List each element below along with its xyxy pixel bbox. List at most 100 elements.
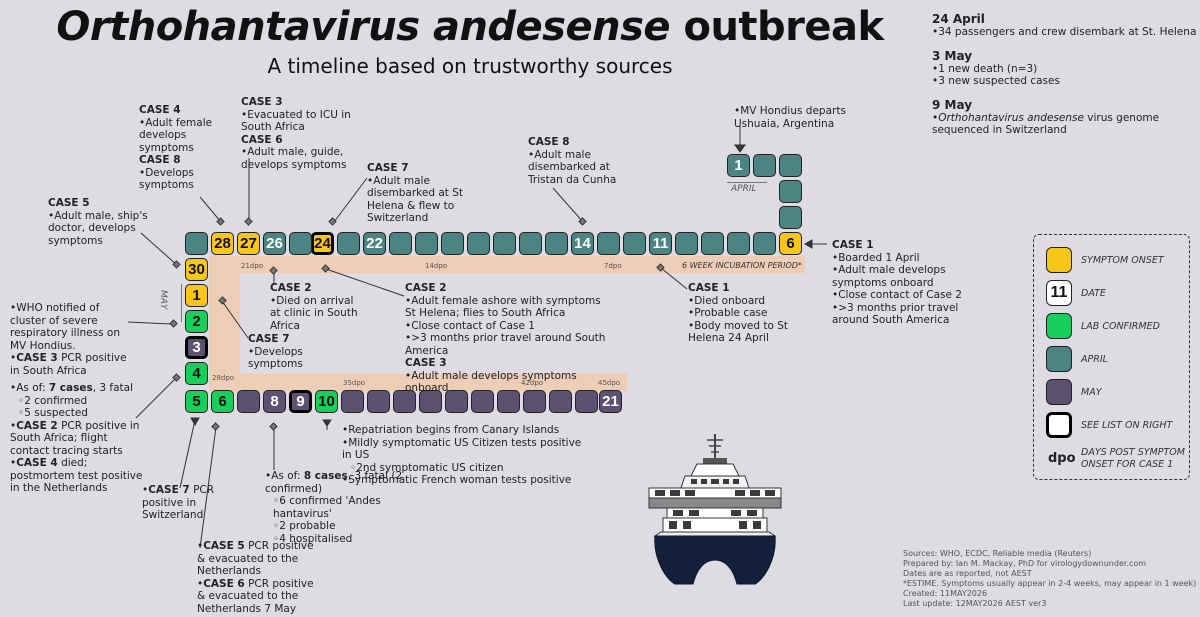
note-case5-doctor: CASE 5 Adult male, ship's doctor, develo…	[48, 197, 153, 247]
day-box	[389, 232, 412, 255]
dpo-label: 14dpo	[425, 262, 448, 270]
note-case7-disembark: CASE 7 Adult male disembarked at St Hele…	[367, 162, 492, 225]
note-departs: MV Hondius departs Ushuaia, Argentina	[734, 105, 849, 130]
legend-swatch	[1046, 379, 1072, 405]
legend-swatch	[1046, 313, 1072, 339]
note-case7-pcr: CASE 7 PCR positive in Switzerland	[142, 484, 222, 522]
day-box	[753, 232, 776, 255]
day-box	[445, 390, 468, 413]
day-box	[185, 232, 208, 255]
day-box-apr-14: 14	[571, 232, 594, 255]
sources-block: Sources: WHO, ECDC, Reliable media (Reut…	[903, 549, 1197, 608]
april-divider	[727, 182, 767, 183]
day-box	[341, 390, 364, 413]
day-box	[623, 232, 646, 255]
day-box-may-2: 2	[185, 310, 208, 333]
legend-swatch	[1046, 412, 1072, 438]
day-box	[471, 390, 494, 413]
legend-label: LAB CONFIRMED	[1081, 321, 1160, 332]
day-box-apr-22: 22	[363, 232, 386, 255]
legend-label: SYMPTOM ONSET	[1081, 255, 1164, 266]
dpo-label: 28dpo	[212, 374, 235, 382]
day-box-may-10: 10	[315, 390, 338, 413]
note-case2-case3: CASE 2 Adult female ashore with symptoms…	[405, 282, 610, 395]
day-box	[701, 232, 724, 255]
legend-swatch	[1046, 247, 1072, 273]
incubation-label: 6 WEEK INCUBATION PERIOD*	[682, 261, 802, 270]
day-box-may-4: 4	[185, 362, 208, 385]
incubation-band-left	[209, 256, 240, 374]
note-repatriation: Repatriation begins from Canary Islands …	[342, 424, 592, 487]
day-box	[415, 232, 438, 255]
day-box	[393, 390, 416, 413]
dpo-label: 42dpo	[521, 379, 544, 387]
day-box	[727, 232, 750, 255]
legend-label: MAY	[1081, 387, 1102, 398]
day-box-apr-28: 28	[211, 232, 234, 255]
day-box	[597, 232, 620, 255]
day-box	[575, 390, 598, 413]
day-box	[779, 180, 802, 203]
day-box	[753, 154, 776, 177]
legend-label: APRIL	[1081, 354, 1108, 365]
day-box	[779, 206, 802, 229]
dpo-label: 21dpo	[241, 262, 264, 270]
note-as-of-8: As of: 8 cases, 3 fatal (2 confirmed) 6 …	[265, 470, 435, 545]
right-column-updates: 24 April 34 passengers and crew disembar…	[932, 12, 1197, 147]
day-box-may-21: 21	[599, 390, 622, 413]
legend-swatch: 11	[1046, 280, 1072, 306]
note-case2-died: CASE 2 Died on arrival at clinic in Sout…	[270, 282, 365, 332]
day-box-apr-6: 6	[779, 232, 802, 255]
day-box	[675, 232, 698, 255]
day-box	[441, 232, 464, 255]
legend: SYMPTOM ONSET 11 DATE LAB CONFIRMED APRI…	[1033, 234, 1190, 480]
day-box-may-3: 3	[185, 336, 208, 359]
day-box-apr-27: 27	[237, 232, 260, 255]
legend-label: DATE	[1081, 288, 1106, 299]
note-case7-symptoms: CASE 7 Develops symptoms	[248, 333, 338, 371]
day-box	[337, 232, 360, 255]
day-box-apr-30: 30	[185, 258, 208, 281]
day-box-may-9: 9	[289, 390, 312, 413]
note-case3-case6: CASE 3 Evacuated to ICU in South Africa …	[241, 96, 356, 171]
note-case1-boarded: CASE 1 Boarded 1 April Adult male develo…	[832, 239, 977, 327]
dpo-label: 45dpo	[598, 379, 621, 387]
day-box-apr-11: 11	[649, 232, 672, 255]
day-box	[237, 390, 260, 413]
day-box	[779, 154, 802, 177]
day-box-apr-24: 24	[311, 232, 334, 255]
note-case4-case8: CASE 4 Adult female develops symptoms CA…	[139, 104, 239, 192]
ship-illustration	[648, 434, 782, 585]
page-subtitle: A timeline based on trustworthy sources	[267, 54, 673, 78]
day-box	[497, 390, 520, 413]
day-box	[549, 390, 572, 413]
dpo-label: 7dpo	[604, 262, 622, 270]
legend-dpo-abbr: dpo	[1048, 451, 1076, 466]
dpo-label: 35dpo	[343, 379, 366, 387]
day-box-may-6: 6	[211, 390, 234, 413]
note-case5-case6-evacuated: CASE 5 PCR positive & evacuated to the N…	[197, 540, 315, 615]
day-box-apr-26: 26	[263, 232, 286, 255]
note-case1-died: CASE 1 Died onboard Probable case Body m…	[688, 282, 808, 345]
incubation-band-bottom	[209, 374, 627, 391]
day-box-may-1: 1	[185, 284, 208, 307]
day-box	[493, 232, 516, 255]
note-who-notified: WHO notified of cluster of severe respir…	[10, 302, 135, 377]
note-as-of-7: As of: 7 cases, 3 fatal 2 confirmed 5 su…	[10, 382, 145, 495]
incubation-band-top	[240, 256, 805, 273]
april-label: APRIL	[731, 184, 757, 194]
update-date: 3 May	[932, 48, 973, 63]
day-box-apr-1: 1	[727, 154, 750, 177]
day-box	[367, 390, 390, 413]
day-box	[523, 390, 546, 413]
update-date: 9 May	[932, 97, 973, 112]
day-box	[467, 232, 490, 255]
legend-label: DAYS POST SYMPTOM ONSET FOR CASE 1	[1081, 447, 1185, 470]
day-box	[545, 232, 568, 255]
may-divider	[181, 284, 182, 322]
legend-label: SEE LIST ON RIGHT	[1081, 420, 1173, 431]
day-box	[419, 390, 442, 413]
day-box-may-5: 5	[185, 390, 208, 413]
day-box-may-8: 8	[263, 390, 286, 413]
